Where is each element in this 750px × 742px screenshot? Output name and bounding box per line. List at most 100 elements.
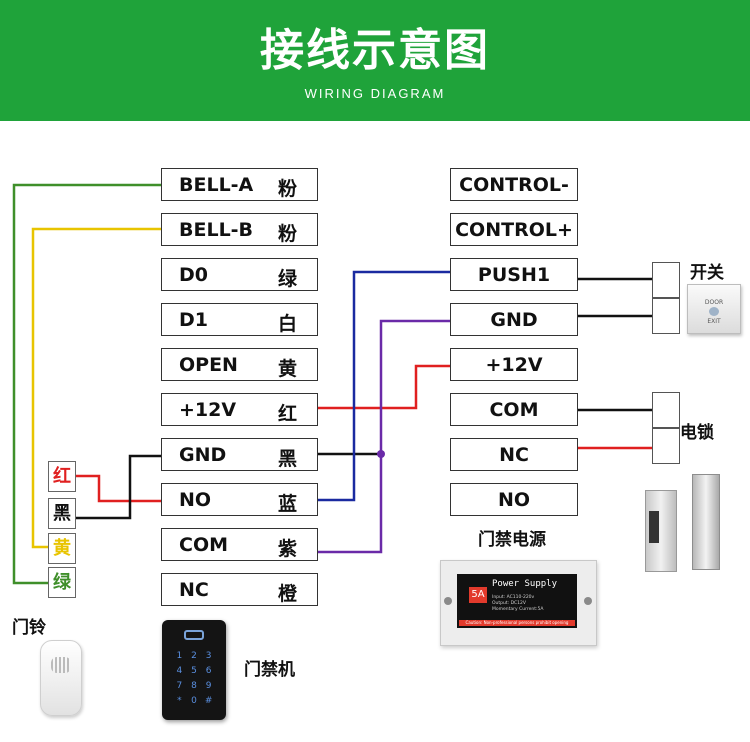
- wire-yellow-bell-b: [31, 227, 162, 549]
- terminal-wire-color: 粉: [277, 178, 297, 200]
- keypad-key: 4: [176, 666, 183, 676]
- psu-terminal-nc: NC: [450, 438, 578, 471]
- lock-terminal-1: [652, 392, 680, 428]
- keypad-key: 3: [205, 651, 212, 661]
- psu-terminal-12v: +12V: [450, 348, 578, 381]
- controller-terminal-12v: +12V 红: [161, 393, 318, 426]
- terminal-label: NO: [179, 489, 212, 511]
- terminal-wire-color: 紫: [277, 538, 297, 560]
- wire-junction-dot: [377, 450, 385, 458]
- header-banner: 接线示意图 WIRING DIAGRAM: [0, 0, 750, 121]
- electric-bolt-lock-device: [645, 490, 677, 572]
- terminal-label: +12V: [179, 399, 237, 421]
- controller-terminal-d0: D0 绿: [161, 258, 318, 291]
- terminal-label: PUSH1: [477, 264, 551, 286]
- keypad-key: 6: [205, 666, 212, 676]
- psu-label-plate: 5A Power Supply Input: AC110-220v Output…: [457, 574, 577, 628]
- terminal-label: BELL-B: [179, 219, 254, 241]
- wire-purple-gnd: [318, 319, 450, 554]
- controller-terminal-com: COM 紫: [161, 528, 318, 561]
- keypad-key: 9: [205, 681, 212, 691]
- access-controller-caption: 门禁机: [244, 660, 295, 680]
- controller-terminal-open: OPEN 黄: [161, 348, 318, 381]
- terminal-label: OPEN: [179, 354, 238, 376]
- terminal-label: NO: [497, 489, 531, 511]
- keypad-key: #: [204, 696, 213, 706]
- wire-green-bell-a: [12, 183, 162, 585]
- psu-amp-badge: 5A: [469, 587, 487, 603]
- keypad-keys: 1 2 3 4 5 6 7 8 9 * 0 #: [172, 650, 216, 707]
- psu-screw-left: [444, 597, 452, 605]
- terminal-label: NC: [499, 444, 529, 466]
- psu-spec-line: Input: AC110-220v: [492, 595, 535, 600]
- doorbell-caption: 门铃: [12, 618, 46, 638]
- terminal-label: D0: [179, 264, 208, 286]
- psu-spec-line: Momentary Current:5A: [492, 607, 544, 612]
- terminal-wire-color: 粉: [277, 223, 297, 245]
- doorbell-speaker-grill: [51, 657, 71, 673]
- exit-button-device: DOOR EXIT: [687, 284, 741, 334]
- controller-terminal-no: NO 蓝: [161, 483, 318, 516]
- controller-terminal-gnd: GND 黑: [161, 438, 318, 471]
- psu-terminal-push1: PUSH1: [450, 258, 578, 291]
- doorbell-wire-tag-yellow: 黄: [48, 533, 76, 564]
- terminal-label: CONTROL+: [455, 219, 573, 241]
- psu-title: Power Supply: [492, 579, 558, 589]
- doorbell-wire-tag-black: 黑: [48, 498, 76, 529]
- keypad-key: 8: [191, 681, 197, 691]
- exit-switch-terminal-2: [652, 298, 680, 334]
- terminal-wire-color: 红: [277, 403, 297, 425]
- terminal-label: CONTROL-: [459, 174, 569, 196]
- keypad-key: 0: [191, 696, 197, 706]
- card-reader-icon: [184, 630, 204, 640]
- controller-terminal-bell-b: BELL-B 粉: [161, 213, 318, 246]
- doorbell-wire-tag-green: 绿: [48, 567, 76, 598]
- power-supply-device: 5A Power Supply Input: AC110-220v Output…: [440, 560, 597, 646]
- keypad-key: 1: [176, 651, 183, 661]
- terminal-label: GND: [490, 309, 538, 331]
- terminal-label: D1: [179, 309, 208, 331]
- keypad-key: 5: [191, 666, 197, 676]
- terminal-label: COM: [489, 399, 539, 421]
- terminal-label: NC: [179, 579, 209, 601]
- keypad-key: *: [177, 696, 182, 706]
- psu-terminal-gnd: GND: [450, 303, 578, 336]
- psu-terminal-control-plus: CONTROL+: [450, 213, 578, 246]
- doorbell-device: [40, 640, 82, 716]
- exit-button-knob: [709, 307, 719, 316]
- controller-terminal-nc: NC 橙: [161, 573, 318, 606]
- psu-spec-line: Output: DC12V: [492, 601, 526, 606]
- terminal-label: GND: [179, 444, 227, 466]
- page-title: 接线示意图: [260, 25, 490, 76]
- lock-bolt: [649, 511, 659, 543]
- psu-terminal-no: NO: [450, 483, 578, 516]
- psu-screw-right: [584, 597, 592, 605]
- exit-button-bottom-text: EXIT: [707, 318, 721, 325]
- wire-black-doorbell-gnd: [76, 454, 162, 520]
- terminal-wire-color: 蓝: [277, 493, 297, 515]
- terminal-label: BELL-A: [179, 174, 254, 196]
- page-subtitle: WIRING DIAGRAM: [304, 86, 446, 101]
- terminal-wire-color: 黄: [277, 358, 297, 380]
- psu-warning-strip: Caution: Non-professional persons prohib…: [459, 620, 575, 626]
- wire-blue-push1: [318, 270, 450, 502]
- terminal-wire-color: 黑: [277, 448, 297, 470]
- controller-terminal-d1: D1 白: [161, 303, 318, 336]
- magnetic-lock-device: [692, 474, 720, 570]
- keypad-key: 2: [191, 651, 197, 661]
- electric-lock-caption: 电锁: [680, 423, 714, 443]
- terminal-wire-color: 白: [277, 313, 297, 335]
- exit-switch-terminal-1: [652, 262, 680, 298]
- terminal-label: COM: [179, 534, 229, 556]
- keypad-key: 7: [176, 681, 183, 691]
- terminal-wire-color: 绿: [277, 268, 297, 290]
- doorbell-wire-tag-red: 红: [48, 461, 76, 492]
- psu-terminal-control-minus: CONTROL-: [450, 168, 578, 201]
- exit-switch-caption: 开关: [690, 263, 724, 283]
- exit-button-top-text: DOOR: [704, 299, 724, 306]
- power-supply-caption: 门禁电源: [478, 530, 546, 550]
- lock-terminal-2: [652, 428, 680, 464]
- terminal-wire-color: 橙: [277, 583, 297, 605]
- access-control-keypad: 1 2 3 4 5 6 7 8 9 * 0 #: [162, 620, 226, 720]
